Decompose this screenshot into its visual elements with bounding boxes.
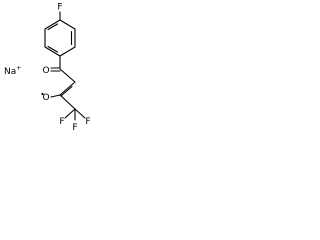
enolate-oxygen-label: O (42, 93, 49, 103)
to-cf3-bond (59, 94, 76, 110)
cf3-bond-3 (74, 108, 86, 119)
enolate-radical-dot (41, 92, 44, 96)
cf3-fluorine-label-2: F (72, 123, 77, 133)
cf3-bond-1 (64, 108, 76, 119)
ring-bond-6 (44, 19, 61, 30)
vinyl-double-bond-a (59, 81, 76, 96)
sodium-counterion-label: Na+ (4, 65, 21, 77)
aryl-fluorine-label: F (57, 3, 62, 13)
ketone-oxygen-label: O (42, 66, 49, 76)
ring-bond-4 (44, 46, 61, 57)
cf3-fluorine-label-3: F (85, 117, 90, 127)
carbonyl-to-vinyl-bond (59, 68, 76, 83)
ring-bond-3 (59, 46, 76, 57)
benzene-ring (44, 19, 76, 57)
sodium-symbol: Na (4, 67, 16, 77)
ring-double-bond-3 (47, 23, 59, 31)
ring-bond-1 (59, 19, 76, 30)
cf3-fluorine-label-1: F (59, 117, 64, 127)
enolate-o-bond (50, 94, 61, 98)
chemical-structure: F O O F F F Na+ (4, 3, 91, 134)
ring-double-bond-2 (47, 45, 59, 53)
sodium-charge: + (16, 65, 21, 72)
vinyl-double-bond-b (60, 85, 73, 97)
